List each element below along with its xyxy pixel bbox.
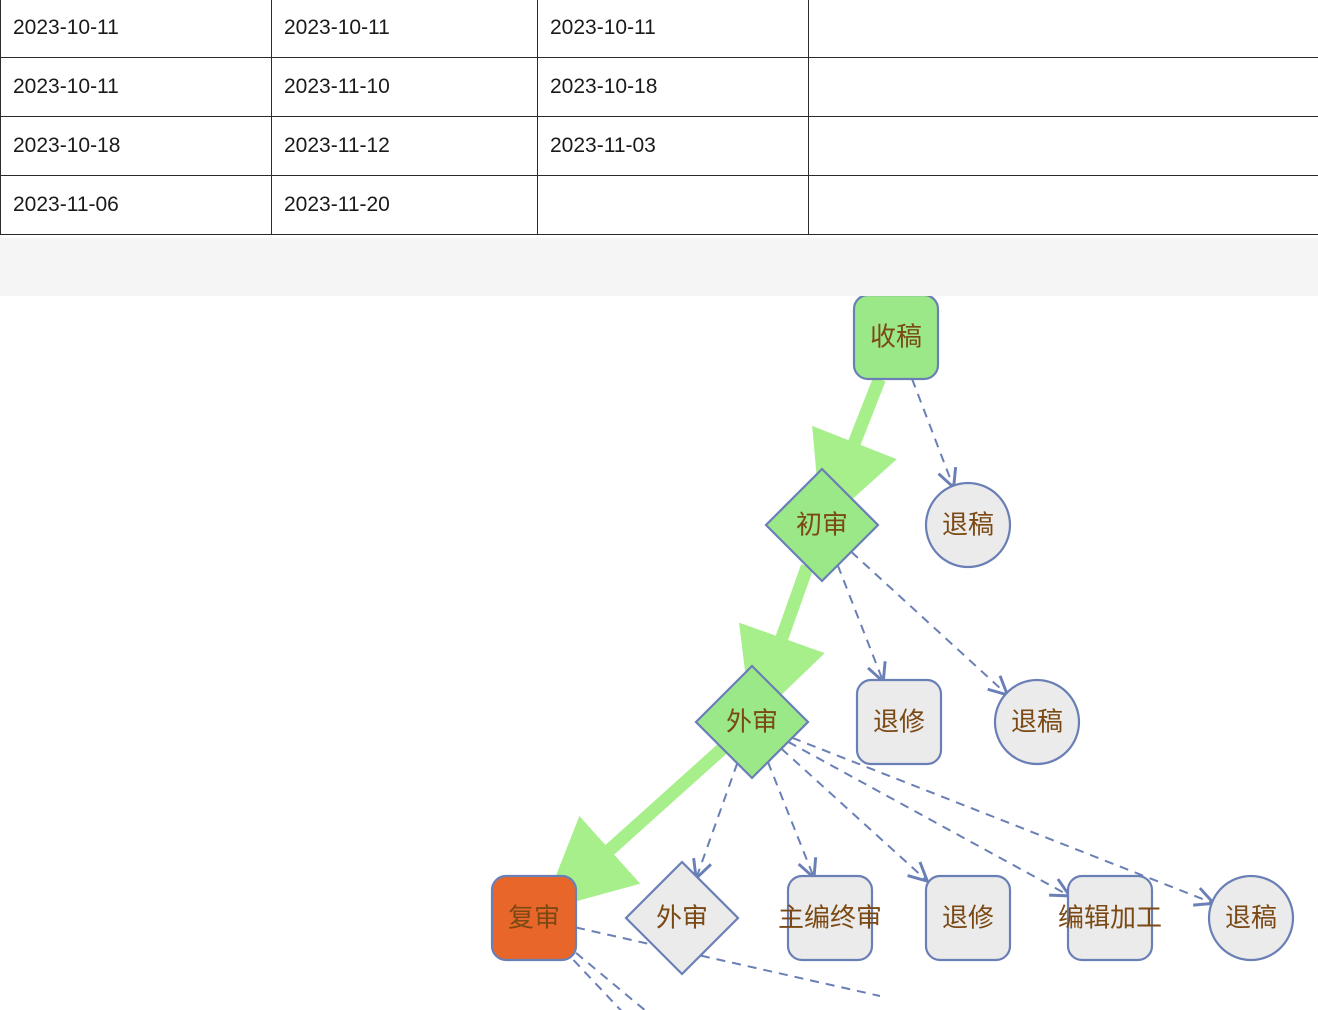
flow-node-shape-rounded-rect (490, 874, 578, 962)
table-cell (808, 57, 1318, 117)
table-cell (537, 175, 809, 235)
flowchart-edges (542, 376, 1212, 1010)
flow-edge-waishen-to-waishen-2 (697, 762, 739, 876)
table-cell (808, 116, 1318, 176)
flow-node-tuixiu-1[interactable]: 退修 (855, 678, 943, 766)
flow-node-zhubianzhong[interactable]: 主编终审 (778, 874, 882, 962)
flow-node-waishen-2[interactable]: 外审 (624, 860, 740, 976)
workflow-flowchart: 收稿初审退稿外审退修退稿复审外审主编终审退修编辑加工退稿 (0, 296, 1318, 1010)
flow-node-shape-circle (1207, 874, 1295, 962)
flow-edge-waishen-to-bianjijiagong (787, 740, 1068, 895)
table-cell: 2023-11-06 (0, 175, 272, 235)
flow-node-shape-rounded-rect (1066, 874, 1154, 962)
flow-node-shape-diamond (764, 467, 880, 583)
flow-edge-fushen-to-offscreen-2 (572, 959, 622, 1010)
table-cell: 2023-10-18 (537, 57, 809, 117)
flow-edge-waishen-to-tuigao-3 (791, 736, 1212, 903)
flow-edge-chushen-to-waishen (739, 564, 825, 724)
table-cell: 2023-11-20 (271, 175, 538, 235)
flow-node-tuigao-1[interactable]: 退稿 (924, 481, 1012, 569)
flow-node-shape-rounded-rect (924, 874, 1012, 962)
table-cell (808, 0, 1318, 58)
flow-node-shape-rounded-rect (786, 874, 874, 962)
flow-node-shape-circle (924, 481, 1012, 569)
table-cell: 2023-10-11 (271, 0, 538, 58)
flow-node-shape-circle (993, 678, 1081, 766)
flow-edge-chushen-to-tuixiu-1 (836, 564, 883, 680)
flow-edge-chushen-to-tuigao-2 (850, 551, 1006, 694)
table-cell: 2023-10-11 (0, 0, 272, 58)
flow-edge-waishen-to-zhubianzhong (767, 761, 813, 876)
flow-node-bianjijiagong[interactable]: 编辑加工 (1058, 874, 1162, 962)
table-cell: 2023-11-10 (271, 57, 538, 117)
flowchart-svg: 收稿初审退稿外审退修退稿复审外审主编终审退修编辑加工退稿 (490, 296, 1295, 1010)
flow-edge-fushen-to-offscreen-3 (575, 926, 881, 997)
section-separator-band (0, 238, 1318, 296)
table-cell: 2023-11-03 (537, 116, 809, 176)
flow-edge-waishen-to-tuixiu-2 (780, 747, 926, 880)
flow-edge-fushen-to-offscreen-1 (575, 952, 647, 1010)
flow-node-tuigao-3[interactable]: 退稿 (1207, 874, 1295, 962)
flow-node-shape-rounded-rect (852, 296, 940, 381)
flow-edge-shougao-to-chushen (812, 376, 897, 528)
flow-node-chushen[interactable]: 初审 (764, 467, 880, 583)
flowchart-nodes: 收稿初审退稿外审退修退稿复审外审主编终审退修编辑加工退稿 (490, 296, 1295, 976)
table-cell: 2023-10-18 (0, 116, 272, 176)
table-cell: 2023-10-11 (0, 57, 272, 117)
flow-node-shape-rounded-rect (855, 678, 943, 766)
flow-node-shape-diamond (624, 860, 740, 976)
flow-node-tuigao-2[interactable]: 退稿 (993, 678, 1081, 766)
flow-node-shougao[interactable]: 收稿 (852, 296, 940, 381)
flow-edge-waishen-to-fushen (542, 743, 727, 911)
table-cell: 2023-10-11 (537, 0, 809, 58)
flow-edge-shougao-to-tuigao-1 (911, 378, 953, 486)
flow-node-fushen[interactable]: 复审 (490, 874, 578, 962)
table-cell: 2023-11-12 (271, 116, 538, 176)
flow-node-shape-diamond (694, 664, 810, 780)
table-cell (808, 175, 1318, 235)
flow-node-tuixiu-2[interactable]: 退修 (924, 874, 1012, 962)
